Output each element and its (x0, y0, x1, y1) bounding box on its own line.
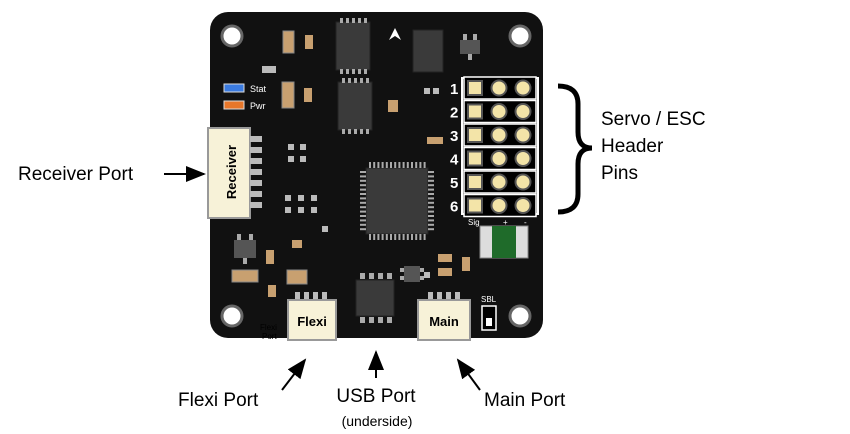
signal-pin (467, 150, 483, 167)
receiver-port-label: Receiver Port (18, 164, 134, 185)
power-pin (490, 103, 508, 120)
main-port-arrow (456, 358, 481, 391)
servo-header: 1 2 3 4 5 6 Sig + - (450, 76, 539, 227)
mounting-holes (220, 24, 532, 328)
flexi-port-arrow (281, 358, 307, 391)
signal-pin (467, 127, 483, 143)
power-pin (490, 173, 508, 191)
servo-label-line-3: Pins (601, 163, 638, 184)
transistor-top-right (460, 34, 480, 60)
servo-label-line-2: Header (601, 136, 664, 157)
flexi-port-label: Flexi Port (178, 390, 259, 411)
sbl-label: SBL (481, 295, 497, 304)
regulator-chip (412, 29, 444, 73)
power-pin (490, 126, 508, 144)
servo-row-5: 5 (450, 170, 537, 194)
microcontroller-chip (360, 162, 434, 240)
ground-pin (514, 173, 532, 191)
pin-number-1: 1 (450, 81, 458, 98)
flexi-connector-label: Flexi (297, 314, 327, 329)
small-chip-right (400, 266, 424, 282)
stat-led (223, 83, 245, 93)
pin-number-2: 2 (450, 105, 458, 122)
usb-port-label: USB Port (336, 386, 416, 407)
pin-number-5: 5 (450, 175, 458, 192)
usb-chip (355, 273, 395, 323)
power-pin (490, 150, 508, 167)
sig-label: Sig (468, 218, 480, 227)
signal-pin (467, 80, 483, 96)
transistor-left (234, 234, 256, 264)
ground-pin (514, 126, 532, 144)
pin-number-4: 4 (450, 152, 459, 169)
inductor (479, 225, 529, 259)
orientation-arrow-icon (389, 28, 401, 40)
servo-row-3: 3 (450, 123, 537, 147)
flexi-connector: Flexi (287, 292, 337, 341)
receiver-connector: Receiver (207, 127, 262, 219)
power-pin (490, 79, 508, 97)
receiver-connector-label: Receiver (224, 145, 239, 199)
servo-row-2: 2 (450, 99, 537, 124)
servo-header-brace (557, 83, 593, 215)
main-connector-label: Main (429, 314, 459, 329)
ground-pin (514, 197, 532, 214)
sensor-chip-mid (337, 78, 373, 134)
flexi-port-small-label-2: Port (262, 332, 277, 341)
signal-pin (467, 103, 483, 120)
ground-pin (514, 79, 532, 97)
pin-number-3: 3 (450, 128, 458, 145)
signal-pin (467, 197, 483, 214)
pin-number-6: 6 (450, 199, 458, 216)
stat-led-label: Stat (250, 84, 267, 94)
plus-label: + (503, 218, 508, 227)
passive-components (231, 30, 470, 297)
ground-pin (514, 103, 532, 120)
main-connector: Main (417, 292, 471, 341)
sbl-jumper (481, 305, 497, 331)
usb-port-sublabel: (underside) (342, 413, 413, 429)
pwr-led (223, 100, 245, 110)
servo-row-6: 6 (450, 193, 537, 218)
power-pin (490, 197, 508, 214)
pwr-led-label: Pwr (250, 101, 266, 111)
sensor-chip-top (335, 18, 371, 74)
flexi-port-small-label-1: Flexi (260, 323, 277, 332)
servo-row-1: 1 (450, 76, 537, 100)
servo-row-4: 4 (450, 146, 537, 171)
signal-pin (467, 174, 483, 190)
servo-label-line-1: Servo / ESC (601, 109, 706, 130)
main-port-label: Main Port (484, 390, 566, 411)
minus-label: - (524, 218, 527, 227)
ground-pin (514, 150, 532, 167)
